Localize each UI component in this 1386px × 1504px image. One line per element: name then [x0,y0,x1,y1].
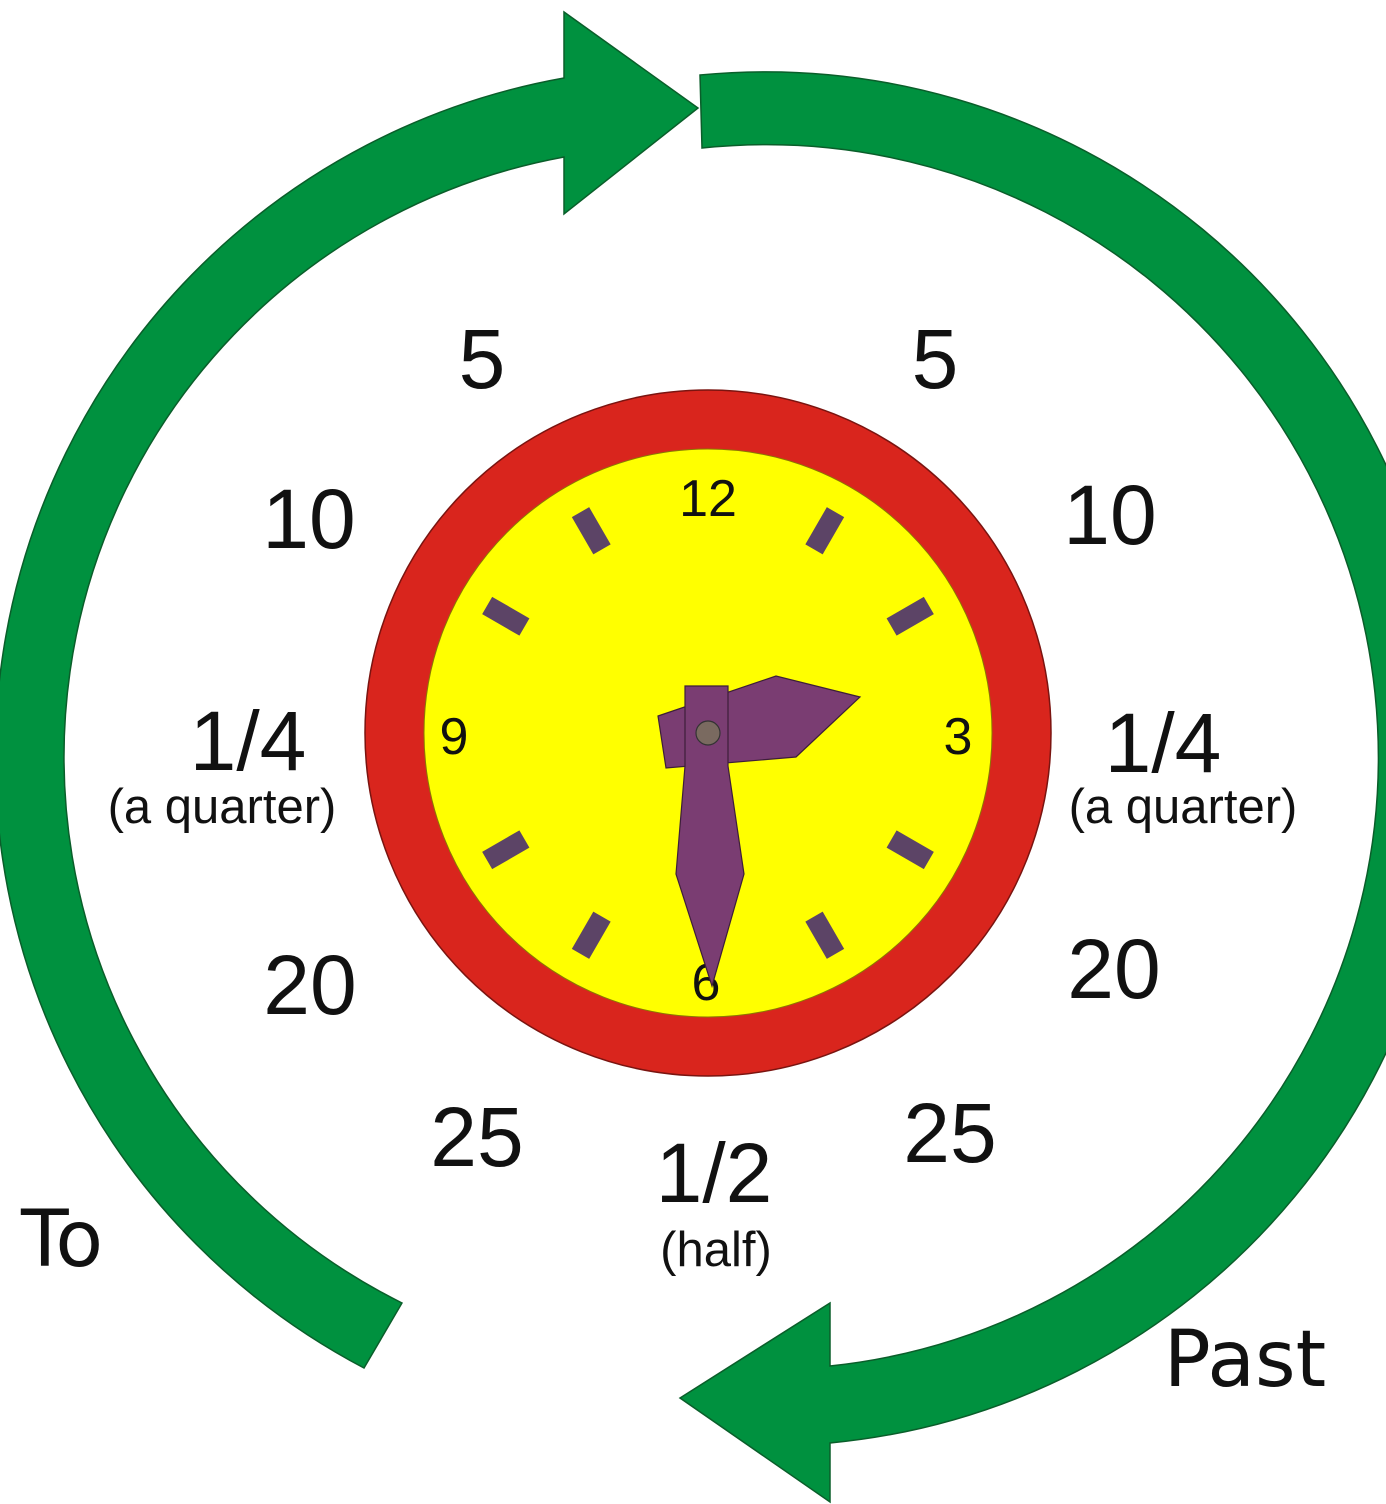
to-twenty-label: 20 [263,938,356,1032]
to-quarter-label: 1/4 [190,694,307,788]
to-label: To [20,1195,103,1285]
dial-number-9: 9 [440,708,469,766]
past-twenty-label: 20 [1067,922,1160,1016]
dial-number-3: 3 [944,708,973,766]
past-label: Past [1164,1315,1327,1405]
past-ten-label: 10 [1063,468,1156,562]
half-label: 1/2 [656,1126,773,1220]
hand-pivot [696,721,720,745]
to-five-label: 5 [459,312,506,406]
past-quarter-note: (a quarter) [1069,780,1298,834]
past-five-label: 5 [912,312,959,406]
past-twenty-five-label: 25 [903,1086,996,1180]
to-twenty-five-label: 25 [430,1090,523,1184]
to-ten-label: 10 [262,472,355,566]
dial-number-12: 12 [679,470,737,528]
half-note: (half) [660,1223,772,1277]
to-quarter-note: (a quarter) [108,780,337,834]
past-quarter-label: 1/4 [1105,696,1222,790]
